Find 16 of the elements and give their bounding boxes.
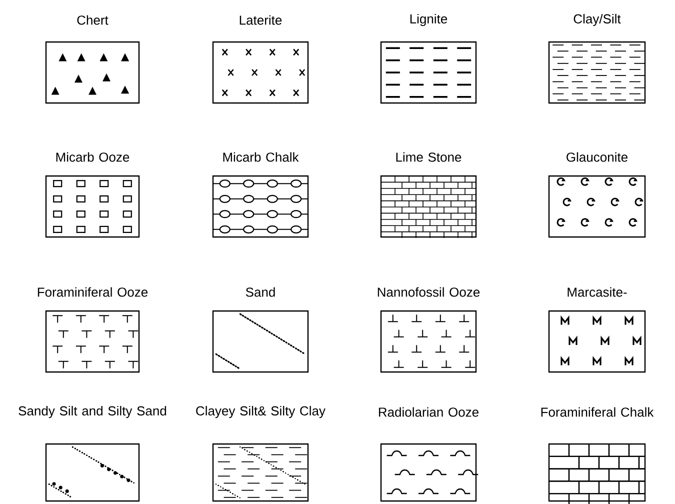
box-label: Micarb Chalk — [223, 152, 299, 162]
box-label: Clay/Silt — [574, 14, 621, 26]
box-label: Foraminiferal Ooze — [38, 287, 148, 297]
box-label: Micarb Ooze — [56, 152, 130, 162]
box-label: Foraminiferal Chalk — [541, 407, 654, 417]
box-label: Lignite — [410, 14, 448, 26]
box-label: Nannofossil Ooze — [378, 287, 480, 297]
box-label: Clayey Silt& Silty Clay — [196, 406, 326, 418]
box-label: Laterite — [240, 15, 282, 25]
box-label: Lime Stone — [396, 152, 462, 162]
box-label: Glauconite — [566, 152, 628, 162]
box-label: Sandy Silt and Silty Sand — [18, 406, 166, 418]
box-label: Sand — [246, 287, 275, 297]
box-label: Marcasite- — [568, 287, 627, 297]
box-label: Chert — [77, 15, 108, 25]
box-label: Radiolarian Ooze — [378, 407, 478, 417]
